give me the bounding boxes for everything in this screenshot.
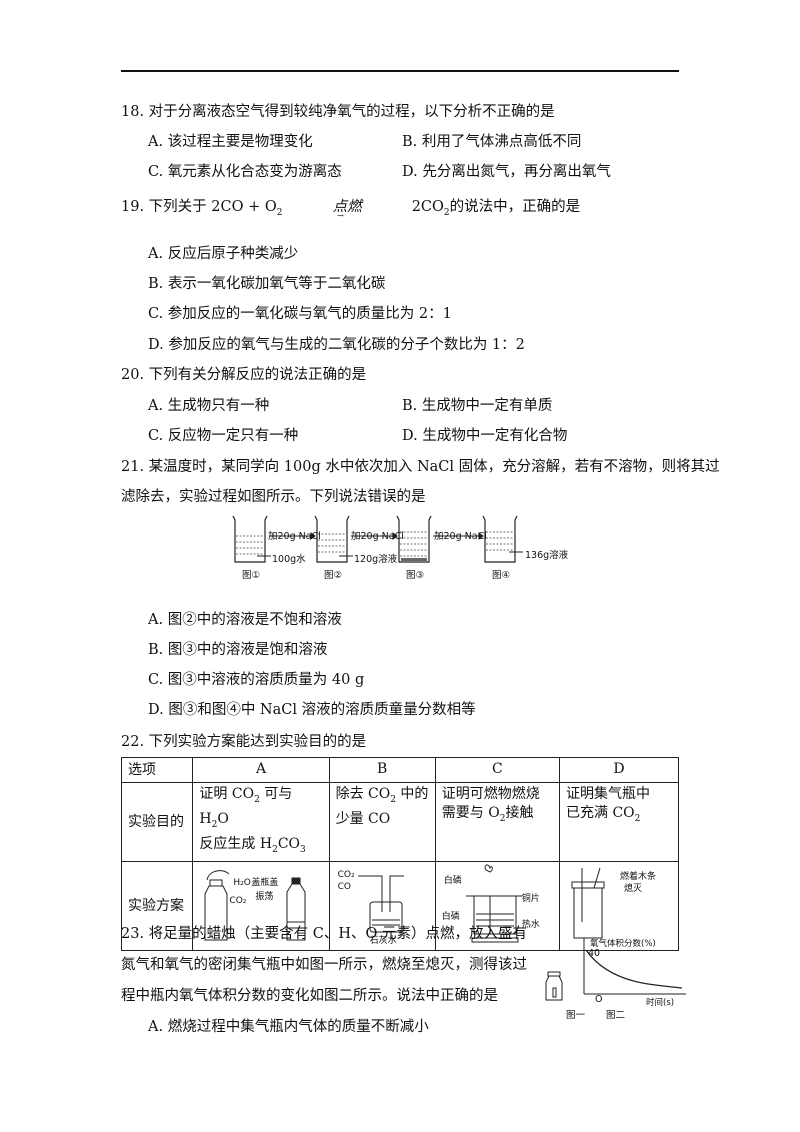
q21-water-label: 100g水	[272, 554, 306, 565]
q22-stem: 22. 下列实验方案能达到实验目的的是	[121, 734, 367, 750]
scheme-b-co: CO	[337, 882, 351, 893]
q22-header-a: A	[192, 757, 330, 783]
scheme-d-stick-1: 燃着木条	[620, 872, 657, 883]
q22-header-b: B	[328, 757, 436, 783]
q18-option-d: D. 先分离出氮气，再分离出氧气	[402, 164, 611, 180]
scheme-c-water: 热水	[521, 920, 540, 931]
scheme-b-co2: CO₂	[337, 870, 355, 881]
q23-xlabel: 时间(s)	[646, 998, 675, 1008]
scheme-a-bottles-icon	[204, 870, 306, 941]
scheme-a-co2: CO₂	[229, 896, 247, 907]
q19-o2-sub: 2	[276, 207, 283, 218]
q23-stem-line2: 氮气和氧气的密闭集气瓶中如图一所示，燃烧至熄灭，测得该过	[121, 957, 527, 973]
q23-option-a: A. 燃烧过程中集气瓶内气体的质量不断减小	[148, 1019, 429, 1035]
arrow-icon: →	[337, 211, 344, 220]
q22-header-d: D	[559, 757, 679, 783]
scheme-d-stick-2: 熄灭	[624, 884, 643, 895]
q19-option-c: C. 参加反应的一氧化碳与氧气的质量比为 2：1	[148, 306, 452, 322]
q23-ylabel: 氧气体积分数(%)	[590, 939, 656, 949]
q23-y40: 40	[588, 948, 601, 959]
scheme-b-gas-bottle-icon	[357, 875, 404, 933]
q21-stem-line2: 滤除去，实验过程如图所示。下列说法错误的是	[121, 489, 426, 505]
oxygen-curve	[585, 949, 683, 989]
q19-stem-post: 的说法中，正确的是	[449, 199, 581, 215]
q22-row2-label: 实验方案	[120, 861, 194, 952]
q21-add-label-3: 加20g NaCl	[434, 531, 487, 542]
scheme-c-copper: 铜片	[521, 894, 540, 905]
scheme-c-beaker-icon	[465, 864, 522, 943]
q21-caption-4: 图④	[492, 570, 511, 581]
beaker-2	[314, 515, 350, 563]
q21-option-b: B. 图③中的溶液是饱和溶液	[148, 642, 328, 658]
q22-scheme-a: H₂O 盖瓶盖 振荡 CO₂	[192, 861, 330, 952]
q20-option-a: A. 生成物只有一种	[148, 398, 270, 414]
q19-option-d: D. 参加反应的氧气与生成的二氧化碳的分子个数比为 1：2	[148, 337, 525, 353]
q23-caption-2: 图二	[606, 1010, 626, 1021]
q22-table-header: 选项 A B C D	[120, 757, 679, 783]
q19-product: 2CO	[411, 199, 444, 215]
jar-lid-icon	[547, 971, 561, 977]
q19-product-sub: 2	[443, 207, 450, 218]
q21-beaker-figure	[232, 515, 523, 563]
q21-option-c: C. 图③中溶液的溶质质量为 40 g	[148, 672, 365, 688]
q18-stem: 18. 对于分离液态空气得到较纯净氧气的过程，以下分析不正确的是	[121, 104, 555, 120]
q23-origin: O	[595, 994, 603, 1005]
q22-scheme-d: 燃着木条 熄灭	[559, 861, 679, 952]
q21-stem-line1: 21. 某温度时，某同学向 100g 水中依次加入 NaCl 固体，充分溶解，若…	[121, 459, 720, 475]
q21-sol2-label: 120g溶液	[354, 554, 398, 565]
q22-purpose-b: 除去 CO2 中的少量 CO	[328, 781, 436, 863]
beaker-3	[396, 515, 432, 563]
q19-option-b: B. 表示一氧化碳加氧气等于二氧化碳	[148, 276, 386, 292]
q20-stem: 20. 下列有关分解反应的说法正确的是	[121, 367, 367, 383]
candle-icon	[552, 987, 557, 998]
q19-stem: 19. 下列关于 2CO + O2 点燃 → 2CO2的说法中，正确的是	[121, 195, 581, 220]
q19-option-a: A. 反应后原子种类减少	[148, 246, 299, 262]
beaker-1	[232, 515, 268, 563]
scheme-a-cap: 盖瓶盖	[251, 878, 279, 889]
q19-condition: 点燃	[332, 199, 362, 215]
q21-option-a: A. 图②中的溶液是不饱和溶液	[148, 612, 342, 628]
q19-stem-pre: 19. 下列关于 2CO + O	[121, 199, 277, 215]
q21-option-d: D. 图③和图④中 NaCl 溶液的溶质质童量分数相等	[148, 702, 476, 718]
q22-row1-label: 实验目的	[120, 781, 194, 863]
q22-scheme-b: CO₂ CO 石灰水	[328, 861, 436, 952]
q23-stem-line1: 23. 将足量的蜡烛（主要含有 C、H、O 元素）点燃，放入盛有	[121, 926, 528, 942]
q22-purpose-d: 证明集气瓶中已充满 CO2	[559, 781, 679, 863]
q21-add-label-2: 加20g NaCl	[351, 531, 404, 542]
q22-purpose-c: 证明可燃物燃烧需要与 O2接触	[434, 781, 561, 863]
q22-scheme-c: 白磷 白磷 铜片 热水	[434, 861, 561, 952]
scheme-b-lime: 石灰水	[369, 936, 397, 947]
scheme-c-phosphorus-2: 白磷	[441, 912, 460, 923]
q23-caption-1: 图一	[566, 1010, 586, 1021]
scheme-c-phosphorus-1: 白磷	[443, 876, 462, 887]
q20-option-d: D. 生成物中一定有化合物	[402, 428, 568, 444]
q22-header-c: C	[434, 757, 561, 783]
q21-sol4-label: 136g溶液	[525, 550, 569, 561]
scheme-a-h2o: H₂O	[233, 878, 251, 889]
q21-add-label-1: 加20g NaCl	[268, 531, 321, 542]
q18-option-c: C. 氧元素从化合态变为游离态	[148, 164, 342, 180]
scheme-d-gas-jar-icon	[571, 868, 605, 939]
q18-option-b: B. 利用了气体沸点高低不同	[402, 134, 582, 150]
q22-row-scheme: 实验方案 H₂O 盖瓶盖 振荡 CO₂	[120, 861, 679, 952]
q21-caption-1: 图①	[242, 570, 261, 581]
header-rule	[121, 70, 679, 72]
beaker-4	[482, 515, 518, 563]
q20-option-c: C. 反应物一定只有一种	[148, 428, 299, 444]
scheme-a-shake: 振荡	[255, 892, 274, 903]
q23-graph	[545, 938, 686, 1001]
q21-caption-2: 图②	[324, 570, 343, 581]
q22-header-option: 选项	[120, 757, 194, 783]
q23-stem-line3: 程中瓶内氧气体积分数的变化如图二所示。说法中正确的是	[121, 988, 498, 1004]
q20-option-b: B. 生成物中一定有单质	[402, 398, 553, 414]
q18-option-a: A. 该过程主要是物理变化	[148, 134, 313, 150]
q21-caption-3: 图③	[406, 570, 425, 581]
